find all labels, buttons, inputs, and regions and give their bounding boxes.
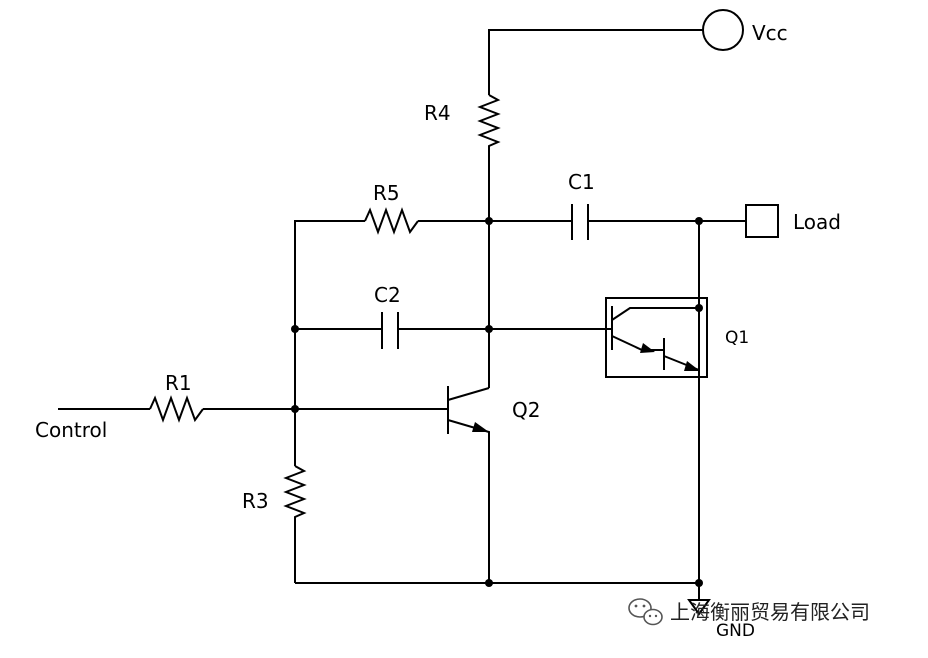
label-r4: R4 bbox=[424, 101, 451, 125]
label-gnd: GND bbox=[716, 621, 755, 641]
junction-dot bbox=[695, 579, 703, 587]
q2-collector bbox=[447, 387, 490, 401]
junction-dot bbox=[291, 405, 299, 413]
wire-vcc bbox=[488, 29, 703, 95]
wechat-icon bbox=[628, 598, 663, 626]
q1-package bbox=[605, 297, 708, 378]
junction-dot bbox=[485, 325, 493, 333]
vcc-terminal bbox=[702, 9, 744, 51]
wire-ground-rail bbox=[295, 582, 700, 600]
q2-arrow bbox=[472, 422, 489, 432]
q1-darlington-internal bbox=[611, 307, 700, 371]
watermark-text: 上海衡丽贸易有限公司 bbox=[670, 600, 870, 624]
label-q1: Q1 bbox=[725, 328, 749, 348]
label-load: Load bbox=[793, 210, 841, 234]
capacitor-c1 bbox=[571, 204, 589, 240]
resistor-r5 bbox=[364, 207, 419, 235]
resistor-r3 bbox=[283, 465, 307, 583]
load-terminal bbox=[745, 204, 779, 238]
junction-dot bbox=[485, 579, 493, 587]
label-q2: Q2 bbox=[512, 398, 540, 422]
gnd-symbol bbox=[687, 599, 711, 616]
q2-emitter bbox=[447, 419, 490, 583]
junction-dot bbox=[291, 325, 299, 333]
label-c1: C1 bbox=[568, 170, 595, 194]
label-control: Control bbox=[35, 418, 107, 442]
junction-dot bbox=[695, 304, 703, 312]
resistor-r1 bbox=[149, 395, 204, 423]
label-r3: R3 bbox=[242, 489, 269, 513]
label-r1: R1 bbox=[165, 371, 192, 395]
junction-dot bbox=[695, 217, 703, 225]
q1-arrow-2 bbox=[684, 361, 700, 371]
label-r5: R5 bbox=[373, 181, 400, 205]
capacitor-c2 bbox=[381, 312, 399, 349]
wire-top-left bbox=[294, 220, 365, 329]
q1-arrow-1 bbox=[640, 343, 655, 353]
resistor-r4 bbox=[477, 94, 501, 152]
label-vcc: Vcc bbox=[752, 21, 788, 45]
junction-dot bbox=[485, 217, 493, 225]
label-c2: C2 bbox=[374, 283, 401, 307]
